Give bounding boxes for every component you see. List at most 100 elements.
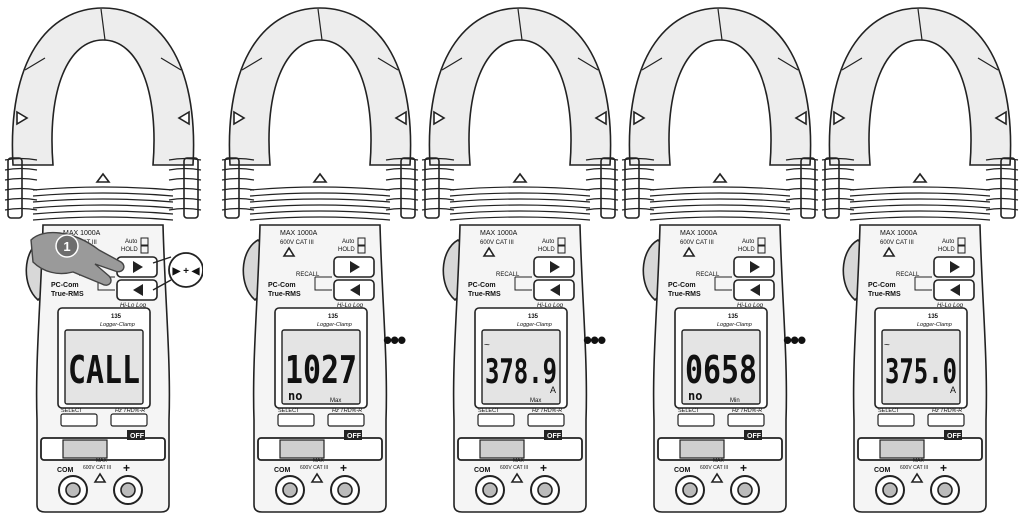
off-position [344,430,362,440]
jaw-marker-icon [433,110,607,126]
com-label: COM [474,467,491,474]
max-min-tag: Min [730,398,740,404]
jack-max-label: MAX [713,458,725,464]
cat-rating-label: 600V CAT III [480,240,514,246]
hold-indicator [357,245,366,254]
recall-label: RECALL [496,272,520,278]
plus-label: + [340,461,347,475]
select-button[interactable] [677,413,715,427]
true-rms-label: True-RMS [51,291,84,298]
auto-indicator [357,237,366,246]
right-ridge-block [183,157,199,219]
neck-bands [32,186,174,221]
max-rating-label: MAX 1000A [280,230,318,237]
model-label: 135 [528,314,539,320]
switch-knob[interactable] [479,439,525,459]
recall-bracket [914,276,932,291]
warning-icon [682,246,696,257]
recall-label: RECALL [696,272,720,278]
lcd-screen [881,329,961,405]
jaw-segment-lines [441,8,599,71]
pc-com-label: PC-Com [51,282,79,289]
step-badge [55,234,79,258]
com-label: COM [274,467,291,474]
switch-knob[interactable] [279,439,325,459]
true-rms-label: True-RMS [468,291,501,298]
positive-jack-hole [120,482,136,498]
hold-indicator [557,245,566,254]
max-rating-label: MAX 1000A [63,230,101,237]
off-label: OFF [130,433,145,440]
memory-number-label: no [688,389,702,403]
jaw-marker-icon [833,110,1007,126]
off-position [744,430,762,440]
clamp-jaw [11,7,195,166]
hold-indicator [957,245,966,254]
select-label: SELECT [878,408,900,414]
jaw-segment-lines [841,8,999,71]
lcd-readout: 378.9 [485,352,557,392]
positive-jack-hole [537,482,553,498]
off-position [944,430,962,440]
com-jack-hole [65,482,81,498]
select-button[interactable] [877,413,915,427]
lcd-screen [481,329,561,405]
true-rms-label: True-RMS [268,291,301,298]
sequence-ellipsis: ••• [783,325,806,355]
switch-knob[interactable] [62,439,108,459]
play-right-icon [750,261,760,273]
hz-thd-button[interactable] [927,413,965,427]
com-jack-hole [482,482,498,498]
model-label: 135 [728,314,739,320]
true-rms-label: True-RMS [868,291,901,298]
memory-number-label: no [288,389,302,403]
hold-label: HOLD [338,247,355,253]
center-mark-icon [312,172,328,183]
clamp-jaw [628,7,812,166]
center-mark-icon [95,172,111,183]
recall-bracket [714,276,732,291]
pc-com-label: PC-Com [268,282,296,289]
recall-bracket [314,276,332,291]
select-button[interactable] [60,413,98,427]
plus-label: + [740,461,747,475]
hz-thd-button[interactable] [527,413,565,427]
plus-label: + [540,461,547,475]
hold-label: HOLD [121,247,138,253]
plus-label: + [123,461,130,475]
hz-thd-button[interactable] [327,413,365,427]
auto-indicator [957,237,966,246]
jaw-segment-lines [641,8,799,71]
jack-warning-icon [310,472,324,483]
neck-bands [249,186,391,221]
ac-indicator: ~ [484,340,490,351]
hz-thd-button[interactable] [727,413,765,427]
play-left-icon [350,284,360,296]
off-label: OFF [747,433,762,440]
com-label: COM [674,467,691,474]
right-ridge-block [400,157,416,219]
hi-lo-log-label: Hi-Lo Log [937,303,964,309]
select-button[interactable] [277,413,315,427]
jack-max-label: MAX [913,458,925,464]
model-label: 135 [111,314,122,320]
switch-knob[interactable] [679,439,725,459]
jack-max-label: MAX [513,458,525,464]
warning-icon [282,246,296,257]
hi-lo-log-label: Hi-Lo Log [120,303,147,309]
off-label: OFF [947,433,962,440]
warning-icon [882,246,896,257]
jack-warning-icon [910,472,924,483]
switch-knob[interactable] [879,439,925,459]
clamp-jaw [428,7,612,166]
hz-thd-button[interactable] [110,413,148,427]
select-button[interactable] [477,413,515,427]
brand-label: Logger-Clamp [517,322,552,328]
jack-cat-label: 600V CAT III [700,465,728,471]
